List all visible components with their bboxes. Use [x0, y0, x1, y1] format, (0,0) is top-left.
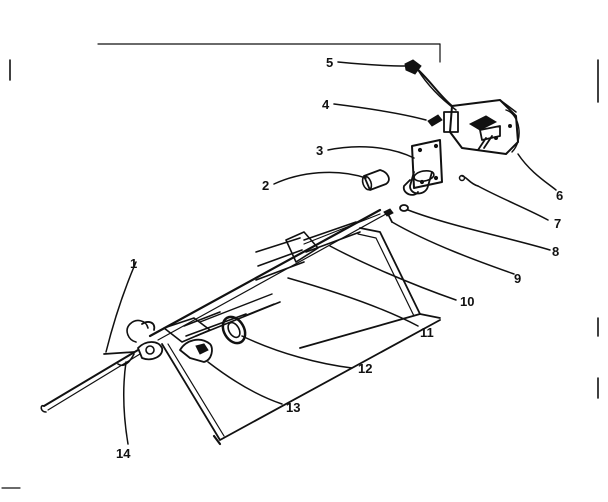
page-border [1, 43, 599, 489]
washer-part [399, 204, 409, 212]
spit-rod-part [148, 208, 387, 343]
leader-lines [105, 61, 557, 445]
handle-collar-part [179, 338, 213, 363]
callout-14: 14 [116, 446, 131, 461]
motor-part [443, 99, 520, 155]
callout-9: 9 [514, 271, 521, 286]
callout-4: 4 [322, 97, 330, 112]
callout-2: 2 [262, 178, 269, 193]
crank-handle-part [40, 319, 164, 413]
callout-13: 13 [286, 400, 300, 415]
bushing-part [361, 169, 390, 191]
callout-6: 6 [556, 188, 563, 203]
wire-stand-part [161, 227, 441, 446]
callout-7: 7 [554, 216, 561, 231]
callout-8: 8 [552, 244, 559, 259]
balance-wheel-part [221, 315, 247, 345]
callout-10: 10 [460, 294, 474, 309]
clip-part [458, 174, 479, 187]
callout-5: 5 [326, 55, 333, 70]
callout-labels: 1 2 3 4 5 6 7 8 9 10 11 12 13 14 [116, 55, 563, 461]
thumb-screw-part [383, 208, 394, 223]
callout-1: 1 [130, 256, 137, 271]
callout-11: 11 [420, 325, 434, 340]
mounting-bracket-part [402, 139, 443, 196]
power-cord-part [404, 59, 457, 111]
screw-part [427, 114, 443, 127]
callout-12: 12 [358, 361, 372, 376]
callout-3: 3 [316, 143, 323, 158]
